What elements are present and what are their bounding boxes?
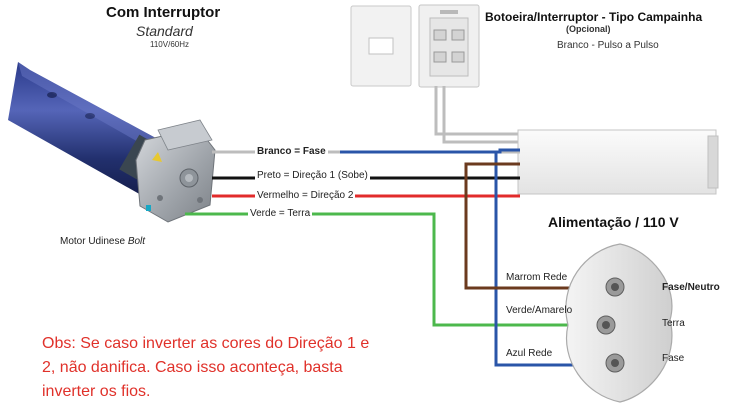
motor-label-prefix: Motor Udinese bbox=[60, 236, 128, 247]
power-box-image bbox=[517, 129, 719, 195]
socket-label-bottom: Fase bbox=[662, 353, 685, 364]
button-switch-image bbox=[350, 4, 480, 88]
diagram-subtitle: Standard bbox=[136, 23, 193, 39]
button-title: Botoeira/Interruptor - Tipo Campainha bbox=[485, 10, 703, 24]
motor-label: Motor Udinese Bolt bbox=[60, 236, 145, 247]
wire-blue-phase bbox=[340, 148, 520, 154]
socket-wire-label-brown: Marrom Rede bbox=[506, 272, 568, 283]
wire-blue-socket bbox=[494, 152, 600, 367]
button-description: Branco - Pulso a Pulso bbox=[557, 40, 659, 51]
motor-label-model: Bolt bbox=[127, 236, 146, 247]
socket-wire-label-blue: Azul Rede bbox=[506, 348, 553, 359]
power-label: Alimentação / 110 V bbox=[548, 214, 679, 230]
motor-image bbox=[8, 62, 216, 223]
wire-label-green: Verde = Terra bbox=[248, 208, 313, 220]
warning-note: Obs: Se caso inverter as cores do Direçã… bbox=[42, 335, 370, 400]
wire-label-red: Vermelho = Direção 2 bbox=[255, 190, 356, 202]
wire-label-black: Preto = Direção 1 (Sobe) bbox=[255, 170, 370, 182]
voltage-spec: 110V/60Hz bbox=[150, 40, 189, 49]
socket-image bbox=[565, 243, 673, 403]
button-wire-1 bbox=[434, 86, 520, 136]
socket-label-top: Fase/Neutro bbox=[662, 282, 720, 293]
wire-label-white: Branco = Fase bbox=[255, 146, 328, 158]
socket-label-mid: Terra bbox=[662, 318, 685, 329]
button-wire-2 bbox=[442, 86, 520, 144]
button-optional: (Opcional) bbox=[566, 24, 611, 34]
diagram-title: Com Interruptor bbox=[106, 4, 221, 21]
socket-wire-label-greenyellow: Verde/Amarelo bbox=[506, 305, 573, 316]
wire-brown bbox=[464, 162, 600, 290]
